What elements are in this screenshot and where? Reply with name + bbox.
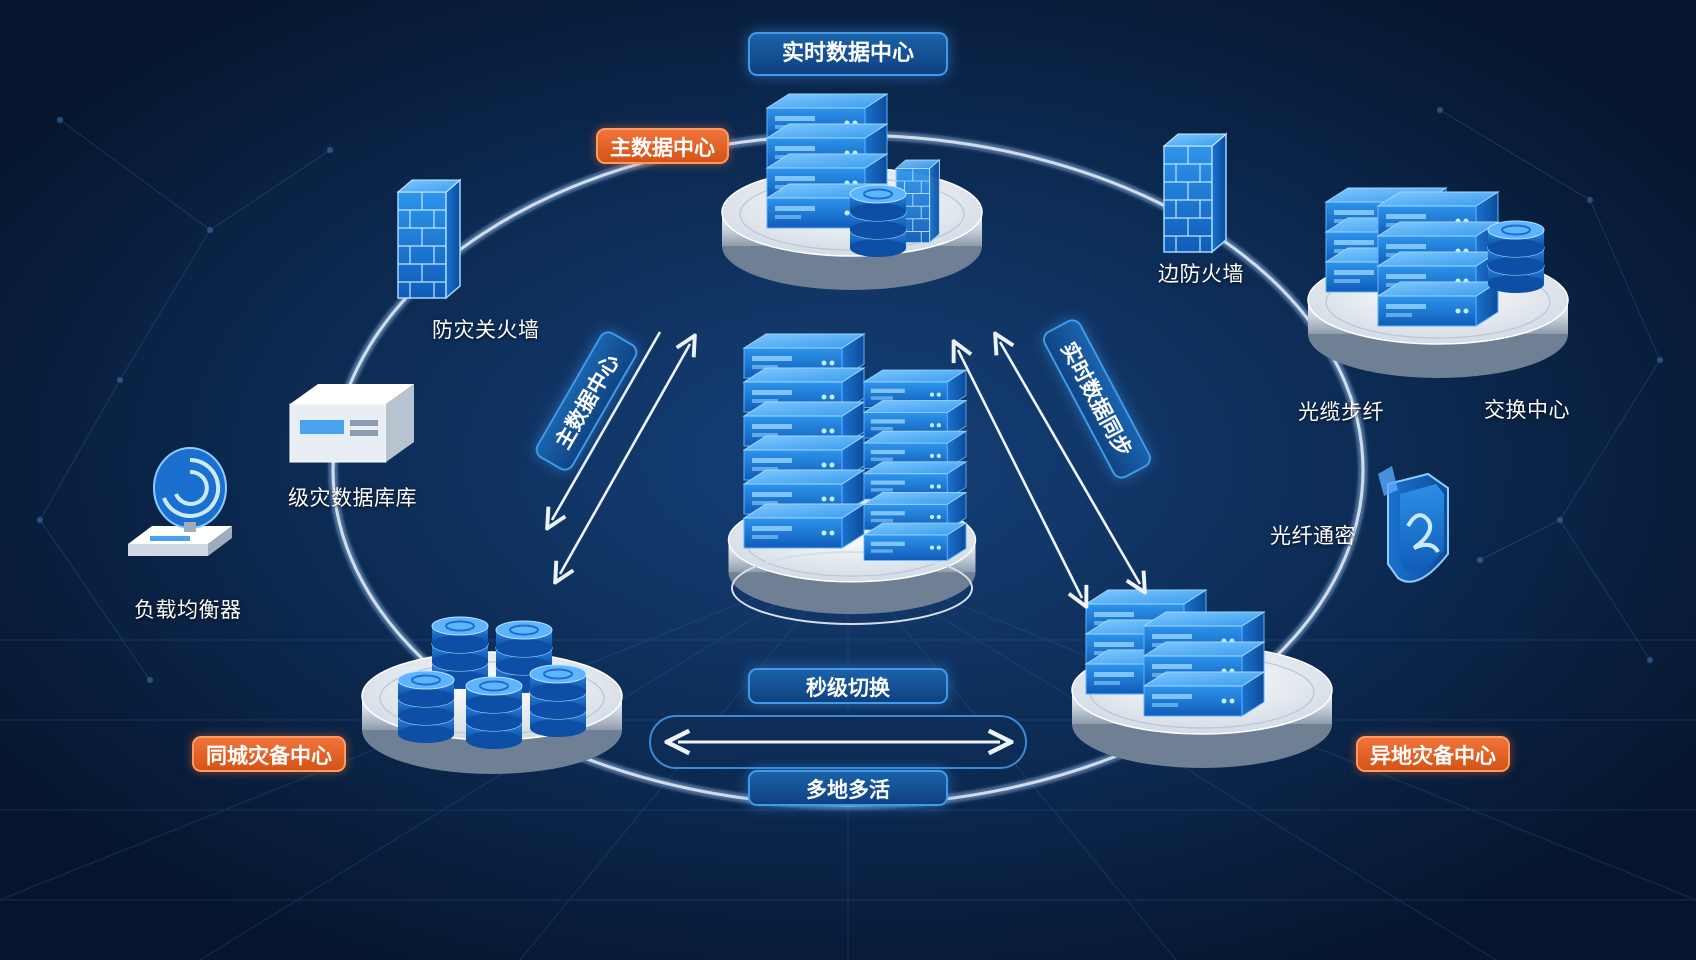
second-switch-badge: 秒级切换	[748, 668, 948, 704]
fiber-channel-label: 光纤通密	[1270, 524, 1356, 548]
firewall-right-icon	[1163, 133, 1227, 253]
disaster-db-label: 级灾数据库库	[288, 486, 417, 510]
multi-active-badge: 多地多活	[748, 770, 948, 806]
bottom-link	[649, 715, 1027, 769]
exchange-center-label: 交换中心	[1484, 398, 1570, 422]
firewall-left-label: 防灾关火墙	[432, 318, 540, 342]
sync-arrows	[552, 332, 1140, 598]
fiber-shield-icon	[1378, 466, 1449, 583]
city-backup-tag: 同城灾备中心	[192, 736, 346, 772]
firewall-left-icon	[397, 179, 461, 299]
core-node	[727, 333, 977, 625]
network-mesh	[36, 106, 1664, 684]
main-dc-tag: 主数据中心	[596, 128, 729, 164]
remote-backup-tag: 异地灾备中心	[1356, 736, 1510, 772]
disaster-db-server-icon	[289, 384, 414, 463]
load-balancer-label: 负载均衡器	[134, 598, 242, 622]
top-title-badge: 实时数据中心	[748, 32, 948, 76]
load-balancer-icon	[128, 447, 232, 556]
firewall-right-label: 边防火墙	[1158, 262, 1244, 286]
fiber-sync-label: 光缆步纤	[1298, 400, 1384, 424]
